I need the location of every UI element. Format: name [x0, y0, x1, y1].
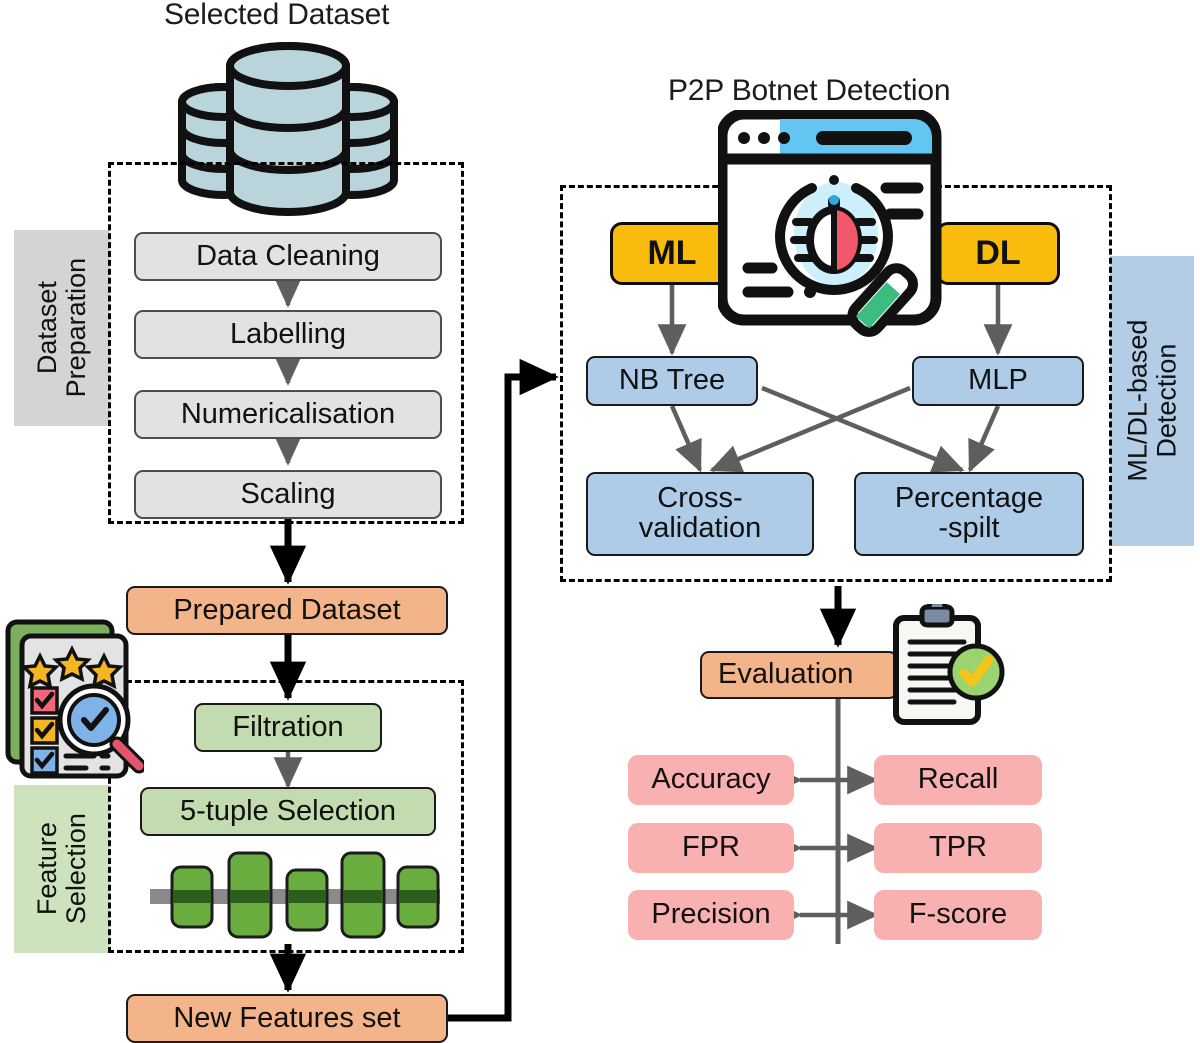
metric-f-score-label: F-score	[908, 898, 1008, 931]
step-labelling-label: Labelling	[229, 317, 347, 350]
feature-selection-band-line2: Selection	[61, 813, 92, 925]
metric-accuracy-label: Accuracy	[651, 763, 771, 796]
model-mlp[interactable]: MLP	[912, 356, 1084, 406]
feature-slider-icon	[150, 850, 440, 942]
dataset-preparation-band-line2: Preparation	[61, 258, 91, 398]
dataset-preparation-band: Dataset Preparation	[14, 230, 110, 426]
metric-f-score[interactable]: F-score	[874, 890, 1042, 940]
metric-precision[interactable]: Precision	[628, 890, 794, 940]
database-stack-icon	[168, 40, 408, 230]
evaluation-node[interactable]: Evaluation	[700, 651, 898, 699]
metric-tpr[interactable]: TPR	[874, 823, 1042, 873]
checklist-magnifier-icon	[4, 616, 147, 788]
new-features-set-label: New Features set	[173, 1001, 401, 1034]
step-scaling-label: Scaling	[240, 477, 336, 510]
metric-recall-label: Recall	[917, 763, 999, 796]
step-scaling[interactable]: Scaling	[134, 470, 442, 519]
step-data-cleaning[interactable]: Data Cleaning	[134, 232, 442, 281]
validation-percentage-split-line2: -spilt	[938, 512, 1000, 544]
bug-scan-window-icon	[716, 108, 960, 338]
metric-precision-label: Precision	[651, 898, 771, 931]
model-nb-tree[interactable]: NB Tree	[586, 356, 758, 406]
step-labelling[interactable]: Labelling	[134, 310, 442, 359]
model-nb-tree-label: NB Tree	[618, 364, 726, 397]
p2p-detection-title: P2P Botnet Detection	[668, 74, 951, 107]
clipboard-check-icon	[888, 596, 1006, 726]
metric-fpr-label: FPR	[682, 831, 740, 864]
ml-dl-detection-band: ML/DL-based Detection	[1110, 256, 1194, 546]
selected-dataset-title: Selected Dataset	[164, 0, 390, 31]
prepared-dataset-label: Prepared Dataset	[173, 593, 401, 626]
prepared-dataset-node[interactable]: Prepared Dataset	[126, 586, 448, 635]
evaluation-label: Evaluation	[718, 658, 854, 691]
ml-dl-detection-band-line2: Detection	[1151, 343, 1181, 459]
validation-percentage-split[interactable]: Percentage -spilt	[854, 472, 1084, 556]
ml-dl-detection-band-line1: ML/DL-based	[1122, 319, 1153, 483]
step-filtration-label: Filtration	[232, 710, 344, 743]
feature-selection-group	[108, 680, 464, 953]
step-filtration[interactable]: Filtration	[194, 703, 382, 752]
dataset-preparation-band-line1: Dataset	[32, 281, 63, 375]
metric-recall[interactable]: Recall	[874, 755, 1042, 805]
validation-cross-validation[interactable]: Cross- validation	[586, 472, 814, 556]
branch-dl-label: DL	[975, 233, 1021, 272]
validation-cross-validation-line1: Cross-	[657, 482, 743, 515]
validation-percentage-split-line1: Percentage	[894, 482, 1044, 515]
feature-selection-band-line1: Feature	[32, 822, 63, 916]
step-numericalisation-label: Numericalisation	[180, 397, 396, 430]
step-5tuple-selection-label: 5-tuple Selection	[179, 794, 397, 827]
step-numericalisation[interactable]: Numericalisation	[134, 390, 442, 439]
metric-fpr[interactable]: FPR	[628, 823, 794, 873]
feature-selection-band: Feature Selection	[14, 785, 110, 953]
branch-ml-label: ML	[647, 233, 697, 272]
new-features-set-node[interactable]: New Features set	[126, 994, 448, 1043]
branch-ml[interactable]: ML	[610, 222, 734, 285]
validation-cross-validation-line2: validation	[638, 512, 762, 544]
step-data-cleaning-label: Data Cleaning	[196, 239, 380, 272]
step-5tuple-selection[interactable]: 5-tuple Selection	[140, 787, 436, 836]
metric-tpr-label: TPR	[929, 831, 987, 864]
dataset-preparation-group	[108, 162, 464, 524]
model-mlp-label: MLP	[968, 364, 1028, 397]
metric-accuracy[interactable]: Accuracy	[628, 755, 794, 805]
